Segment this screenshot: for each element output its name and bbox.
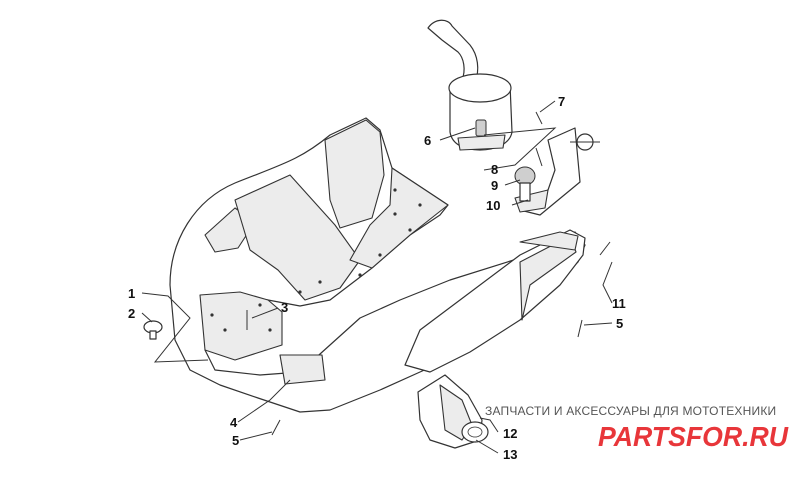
callout-4: 4 bbox=[230, 415, 238, 430]
leader-lines bbox=[141, 100, 613, 454]
screw-fastener-5-lower bbox=[271, 419, 281, 436]
callout-7: 7 bbox=[558, 94, 565, 109]
callout-8: 8 bbox=[491, 162, 498, 177]
push-rivet bbox=[143, 320, 163, 340]
exhaust-muffler bbox=[427, 19, 513, 151]
screw-fastener-7 bbox=[535, 111, 543, 125]
callout-3: 3 bbox=[281, 300, 288, 315]
watermark-tagline: ЗАПЧАСТИ И АКСЕССУАРЫ ДЛЯ МОТОТЕХНИКИ bbox=[485, 404, 777, 418]
callout-1: 1 bbox=[128, 286, 135, 301]
intake-funnel-cover bbox=[417, 374, 489, 449]
callout-10: 10 bbox=[486, 198, 500, 213]
wing-bolt bbox=[570, 133, 600, 151]
callout-11: 11 bbox=[612, 296, 626, 311]
screw-fastener-11 bbox=[599, 241, 611, 256]
screw-fastener-5-right bbox=[577, 319, 583, 338]
callout-2: 2 bbox=[128, 306, 135, 321]
watermark-logo: PARTSFOR.RU bbox=[598, 421, 789, 452]
watermark-logo-text: PARTSFOR.RU bbox=[598, 421, 789, 452]
callout-9: 9 bbox=[491, 178, 498, 193]
side-rail-panel bbox=[404, 229, 586, 373]
callout-6: 6 bbox=[424, 133, 431, 148]
callout-5-right: 5 bbox=[616, 316, 623, 331]
callout-12: 12 bbox=[503, 426, 517, 441]
callout-13: 13 bbox=[503, 447, 517, 462]
callout-5-lower: 5 bbox=[232, 433, 239, 448]
muffler-bracket bbox=[514, 127, 581, 216]
